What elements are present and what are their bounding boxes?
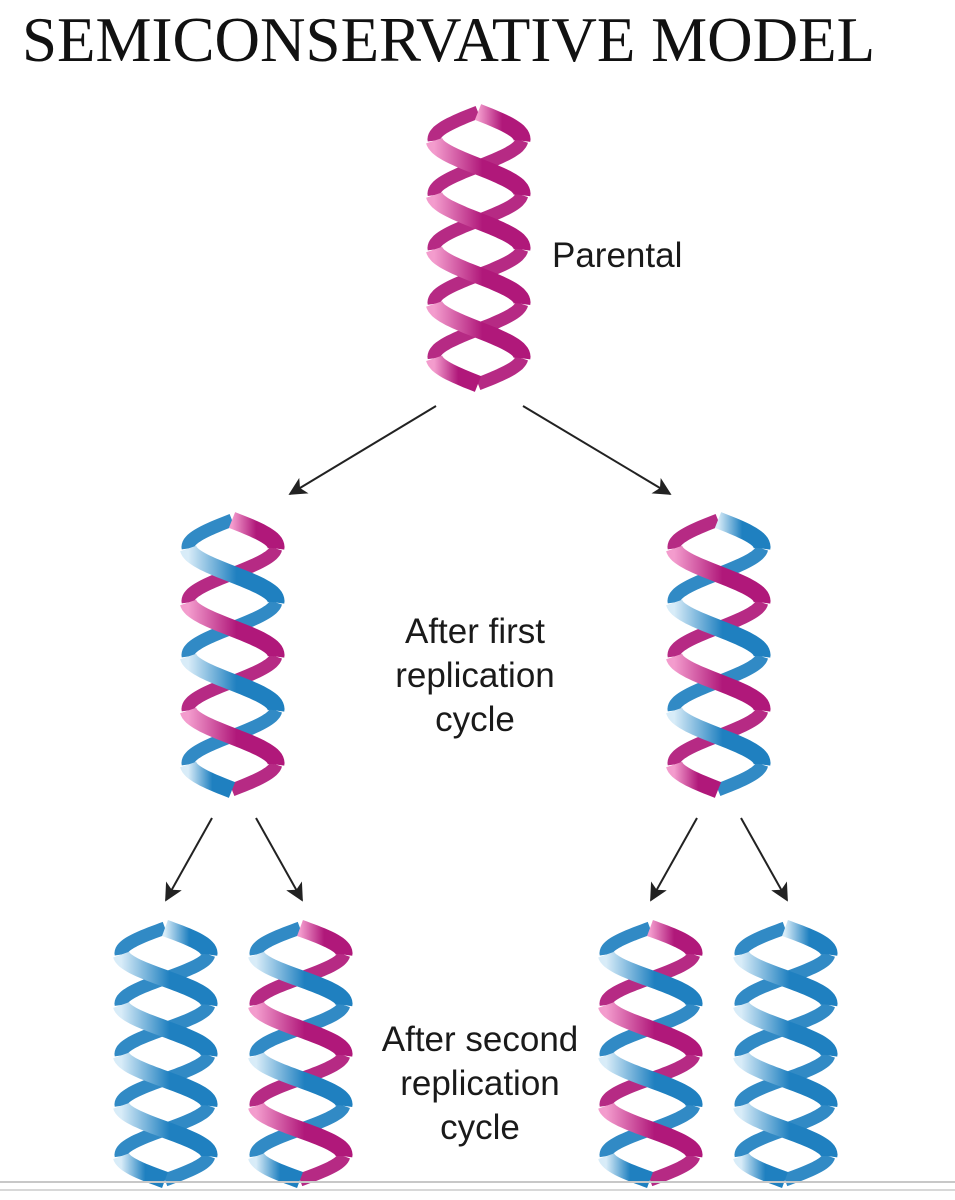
parental-strand bbox=[297, 1154, 350, 1187]
parental-strand bbox=[248, 1102, 353, 1158]
new-strand bbox=[733, 1002, 838, 1057]
arrow bbox=[255, 817, 303, 902]
new-strand bbox=[113, 1102, 218, 1158]
new-strand bbox=[249, 921, 303, 956]
new-strand bbox=[248, 1153, 303, 1188]
parental-strand bbox=[297, 920, 353, 956]
new-strand bbox=[666, 599, 771, 658]
new-strand bbox=[248, 1052, 353, 1108]
new-strand bbox=[782, 920, 838, 956]
new-strand bbox=[114, 921, 168, 956]
dna-helix bbox=[598, 920, 703, 1188]
bottom-divider-secondary bbox=[0, 1189, 955, 1191]
arrow bbox=[522, 405, 672, 495]
label-second-cycle: After second replication cycle bbox=[345, 1018, 615, 1150]
dna-helix bbox=[113, 920, 218, 1188]
new-strand bbox=[113, 1052, 218, 1108]
arrows-layer bbox=[165, 405, 788, 902]
new-strand bbox=[181, 513, 235, 550]
arrow bbox=[288, 405, 437, 495]
label-first-line-3: cycle bbox=[435, 700, 515, 739]
parental-strand bbox=[426, 301, 531, 360]
new-strand bbox=[734, 921, 788, 956]
parental-strand bbox=[666, 545, 771, 604]
arrow bbox=[165, 817, 213, 902]
new-strand bbox=[598, 1153, 653, 1188]
helices-layer bbox=[113, 104, 838, 1188]
new-strand bbox=[715, 762, 768, 797]
label-second-line-3: cycle bbox=[440, 1108, 520, 1147]
new-strand bbox=[113, 951, 218, 1007]
parental-strand bbox=[666, 653, 771, 712]
label-first-cycle: After first replication cycle bbox=[360, 610, 590, 742]
dna-helix bbox=[180, 512, 285, 798]
diagram-title: SEMICONSERVATIVE MODEL bbox=[22, 5, 876, 75]
parental-strand bbox=[474, 104, 531, 142]
arrow bbox=[650, 817, 698, 902]
parental-strand bbox=[180, 707, 285, 766]
parental-strand bbox=[426, 192, 531, 251]
parental-strand bbox=[475, 356, 528, 391]
label-second-line-1: After second bbox=[381, 1020, 579, 1059]
new-strand bbox=[113, 1153, 168, 1188]
parental-strand bbox=[667, 513, 721, 550]
new-strand bbox=[180, 761, 236, 798]
label-second-line-2: replication bbox=[400, 1064, 560, 1103]
parental-strand bbox=[426, 138, 531, 197]
parental-strand bbox=[647, 920, 703, 956]
new-strand bbox=[599, 921, 653, 956]
parental-strand bbox=[647, 1154, 700, 1187]
new-strand bbox=[666, 707, 771, 766]
parental-strand bbox=[427, 105, 481, 142]
label-first-line-1: After first bbox=[404, 612, 546, 651]
parental-strand bbox=[666, 761, 722, 798]
parental-strand bbox=[248, 1002, 353, 1057]
new-strand bbox=[248, 951, 353, 1007]
label-parental-text: Parental bbox=[552, 236, 683, 275]
new-strand bbox=[598, 951, 703, 1007]
bottom-divider bbox=[0, 1181, 955, 1183]
dna-helix bbox=[733, 920, 838, 1188]
parental-strand bbox=[426, 246, 531, 306]
new-strand bbox=[733, 1153, 788, 1188]
new-strand bbox=[733, 951, 838, 1007]
new-strand bbox=[162, 920, 218, 956]
new-strand bbox=[733, 1052, 838, 1108]
new-strand bbox=[113, 1002, 218, 1057]
dna-helix bbox=[666, 512, 771, 798]
dna-helix bbox=[426, 104, 531, 392]
arrow bbox=[740, 817, 788, 902]
new-strand bbox=[598, 1052, 703, 1108]
dna-helix bbox=[248, 920, 353, 1188]
parental-strand bbox=[228, 512, 285, 550]
new-strand bbox=[782, 1154, 835, 1187]
new-strand bbox=[733, 1102, 838, 1158]
parental-strand bbox=[229, 762, 282, 797]
new-strand bbox=[162, 1154, 215, 1187]
label-parental: Parental bbox=[552, 234, 682, 278]
parental-strand bbox=[180, 599, 285, 658]
parental-strand bbox=[598, 1102, 703, 1158]
parental-strand bbox=[598, 1002, 703, 1057]
new-strand bbox=[714, 512, 771, 550]
parental-strand bbox=[426, 355, 482, 392]
new-strand bbox=[180, 653, 285, 712]
label-first-line-2: replication bbox=[395, 656, 555, 695]
new-strand bbox=[180, 545, 285, 604]
